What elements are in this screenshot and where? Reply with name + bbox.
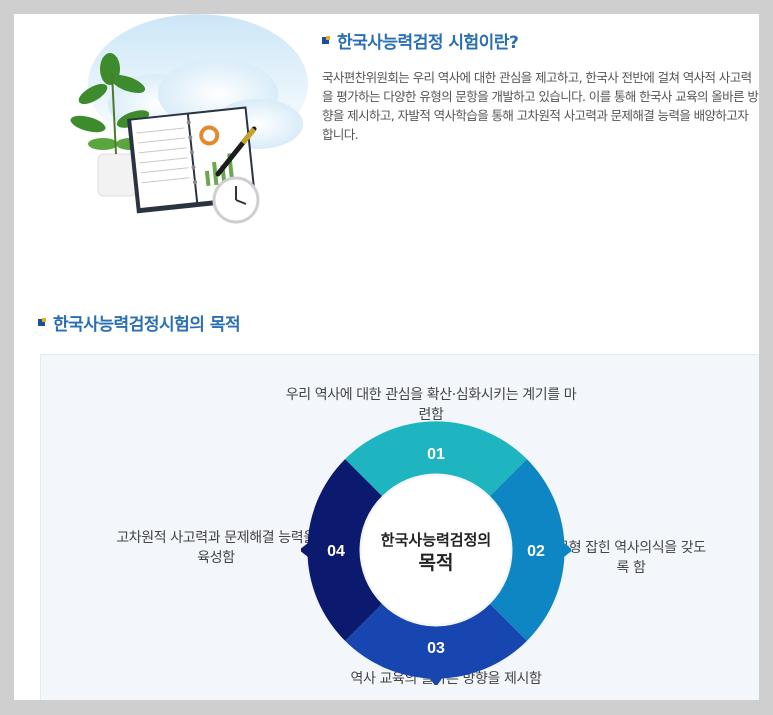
segment-02: [490, 459, 565, 641]
section-bullet-icon: [38, 318, 46, 326]
center-label-line2: 목적: [419, 552, 454, 574]
purpose-cycle-diagram: 01 02 03 04 한국사능력검정의 목적: [301, 421, 571, 685]
center-label-line1: 한국사능력검정의: [381, 531, 491, 549]
purpose-panel: 우리 역사에 대한 관심을 확산·심화시키는 계기를 마련함 균형 잡힌 역사의…: [40, 354, 759, 700]
purpose-item-1-text: 우리 역사에 대한 관심을 확산·심화시키는 계기를 마련함: [285, 387, 577, 423]
segment-04: [307, 459, 382, 641]
intro-title: 한국사능력검정 시험이란?: [322, 28, 519, 53]
arrow-03: [429, 677, 443, 685]
purpose-item-4-text: 고차원적 사고력과 문제해결 능력을 육성함: [116, 530, 316, 566]
segment-03-number: 03: [427, 640, 445, 657]
intro-description: 국사편찬위원회는 우리 역사에 대한 관심을 제고하고, 한국사 전반에 걸쳐 …: [322, 70, 759, 142]
arrow-01: [429, 421, 443, 429]
page-container: 한국사능력검정 시험이란? 국사편찬위원회는 우리 역사에 대한 관심을 제고하…: [14, 14, 759, 700]
intro-title-text: 한국사능력검정 시험이란?: [337, 33, 519, 53]
purpose-item-2-text: 균형 잡힌 역사의식을 갖도록 함: [556, 540, 706, 576]
segment-01: [345, 421, 527, 496]
arrow-02: [564, 543, 571, 557]
purpose-title-text: 한국사능력검정시험의 목적: [53, 315, 241, 335]
title-bullet-icon: [322, 36, 330, 44]
segment-01-number: 01: [427, 446, 445, 463]
segment-02-number: 02: [527, 543, 545, 560]
arrow-04: [301, 543, 308, 557]
segment-03: [345, 604, 527, 679]
purpose-section-title: 한국사능력검정시험의 목적: [38, 310, 241, 335]
segment-04-number: 04: [327, 543, 345, 560]
notebook-plant-clock-illustration: [70, 14, 308, 224]
purpose-item-3-text: 역사 교육의 올바른 방향을 제시함: [350, 671, 542, 687]
